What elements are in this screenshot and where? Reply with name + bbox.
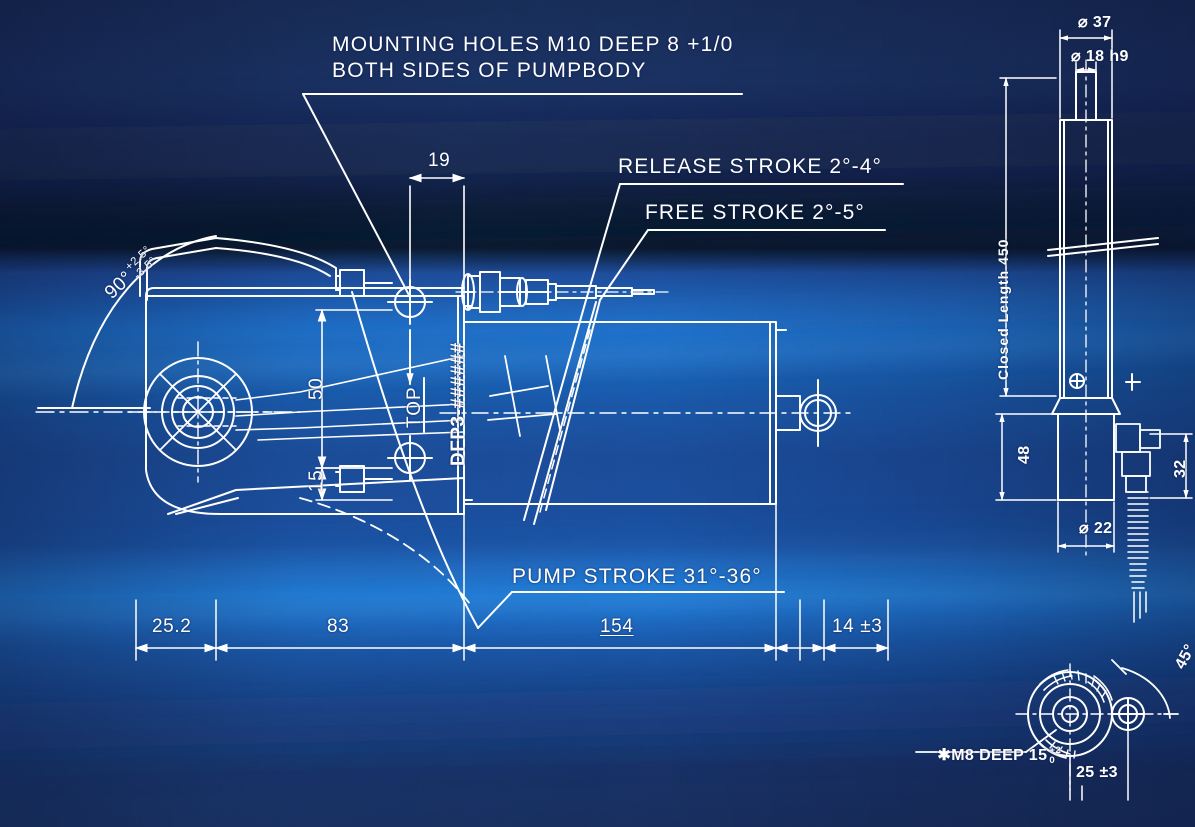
- dimension-15: [315, 466, 393, 502]
- dim-label-48: 48: [1016, 445, 1033, 464]
- stroke-indicator-dashes: [539, 329, 591, 513]
- note-m8-deep-text: ✱M8 DEEP 15: [937, 746, 1048, 764]
- dim-dia18h9: [1075, 61, 1097, 119]
- note-pump-stroke: PUMP STROKE 31°-36°: [512, 565, 762, 588]
- dim-dia22: [1057, 501, 1115, 553]
- elevation-collar: [1051, 397, 1121, 501]
- dim-label-dia22: ⌀ 22: [1079, 520, 1113, 537]
- dim-label-154: 154: [600, 616, 634, 637]
- detail-secondary-port: [1111, 697, 1145, 731]
- elevation-hose-coil: [1127, 491, 1149, 623]
- dim-label-25: 25 ±3: [1076, 764, 1118, 781]
- dim-label-15: 15: [306, 469, 327, 492]
- body-boss-upper: [335, 269, 393, 297]
- note-release-stroke: RELEASE STROKE 2°-4°: [618, 155, 883, 178]
- dim-label-19: 19: [428, 150, 451, 171]
- dim-label-32: 32: [1172, 459, 1189, 478]
- top-direction-arrow: [406, 329, 425, 433]
- note-mounting-holes-line1: MOUNTING HOLES M10 DEEP 8 +1/0: [332, 33, 734, 56]
- dim-label-dia37: ⌀ 37: [1078, 14, 1112, 31]
- note-mounting-holes-line2: BOTH SIDES OF PUMPBODY: [332, 59, 647, 82]
- elevation-port-marks: [1069, 373, 1141, 391]
- dim-dia37: [1059, 29, 1113, 119]
- dim-label-dia18h9: ⌀ 18 h9: [1071, 48, 1129, 65]
- body-part-number: DFP3-######: [448, 342, 469, 466]
- dim-label-83: 83: [327, 616, 350, 637]
- stroke-tick-marks: [487, 355, 561, 437]
- detail-dim-25: [1069, 729, 1129, 801]
- label-closed-length: Closed Length 450: [995, 238, 1011, 380]
- mounting-holes-leader: [302, 93, 743, 298]
- body-taper-lines: [235, 355, 465, 441]
- detail-45deg-arc: [1111, 659, 1179, 719]
- dim-closed-length: [999, 77, 1057, 397]
- dim-label-50: 50: [306, 377, 327, 400]
- detail-hatch-ticks: [1049, 669, 1107, 759]
- elevation-seal-line: [1047, 237, 1159, 257]
- detail-m8-leader: [915, 729, 1057, 753]
- dim-32: [1149, 433, 1193, 499]
- pump-handle: [139, 237, 337, 301]
- stroke-indicator-lines: [523, 299, 601, 525]
- body-top-marker: TOP: [404, 386, 425, 428]
- cylinder-rear-port: [775, 379, 837, 447]
- dim-label-14: 14 ±3: [832, 616, 883, 637]
- dim-48: [995, 413, 1057, 501]
- pump-stroke-leader: [477, 591, 785, 629]
- pump-body-housing: [145, 287, 465, 515]
- dimension-19: [408, 173, 466, 301]
- release-stroke-leader: [585, 183, 904, 301]
- dim-label-25-2: 25.2: [152, 616, 192, 637]
- body-boss-lower: [335, 465, 393, 493]
- note-m8-tol-upper: +2: [1049, 744, 1062, 756]
- pump-stroke-arc: [351, 291, 479, 629]
- note-free-stroke: FREE STROKE 2°-5°: [645, 201, 865, 224]
- note-m8-tol-lower: 0: [1049, 754, 1056, 766]
- pump-stroke-arc-dashed: [299, 497, 471, 605]
